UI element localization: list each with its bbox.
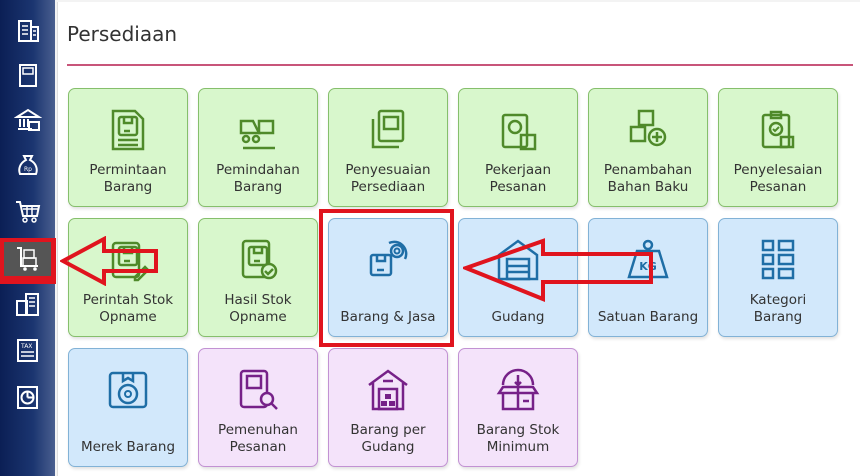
tile-label: Penyelesaian Pesanan [733,162,823,195]
warehouse-boxes-icon [368,369,408,411]
tile-label: Penyesuaian Persediaan [345,162,431,195]
tile-label: Pekerjaan Pesanan [484,162,551,195]
tax-icon: TAX [16,339,38,362]
forklift-icon [239,119,275,150]
tile-label: Perintah Stok Opname [82,292,174,325]
document-box-icon [111,109,145,151]
report-chart-icon [16,386,38,409]
weight-icon: KG [627,239,669,279]
warehouse-icon [497,239,539,281]
sidebar-item-factory[interactable] [0,284,55,326]
tile-label: Kategori Barang [749,292,807,325]
ledger-icon [18,64,37,87]
sidebar-item-building[interactable] [0,10,55,52]
tile-penambahan-bahan-baku[interactable]: Penambahan Bahan Baku [588,88,708,207]
tile-label: Penambahan Bahan Baku [603,162,693,195]
inventory-cart-icon [16,247,38,271]
tile-merek-barang[interactable]: Merek Barang [68,348,188,467]
tile-pemindahan-barang[interactable]: Pemindahan Barang [198,88,318,207]
title-divider [67,64,853,66]
sidebar-item-tax[interactable]: TAX [0,330,55,372]
tile-label: Barang Stok Minimum [476,422,560,455]
boxes-plus-icon [629,109,667,147]
tile-satuan-barang[interactable]: KG Satuan Barang [588,218,708,337]
svg-text:Rp: Rp [24,166,32,173]
tile-label: Merek Barang [80,439,176,455]
tile-label: Barang & Jasa [340,309,436,325]
tile-label: Permintaan Barang [89,162,167,195]
factory-icon [15,293,39,316]
sidebar-item-report-chart[interactable] [0,377,55,419]
tile-hasil-stok-opname[interactable]: Hasil Stok Opname [198,218,318,337]
tile-barang-stok-minimum[interactable]: Barang Stok Minimum [458,348,578,467]
weight-label: KG [639,260,657,273]
tile-label: Hasil Stok Opname [224,292,292,325]
sidebar-item-ledger[interactable] [0,55,55,97]
tile-pemenuhan-pesanan[interactable]: Pemenuhan Pesanan [198,348,318,467]
sidebar-item-money-bag[interactable]: Rp [0,145,55,187]
building-icon [17,20,39,42]
brand-badge-icon [108,371,148,409]
tile-penyesuaian-persediaan[interactable]: Penyesuaian Persediaan [328,88,448,207]
open-box-icon [496,368,540,411]
inventory-panel: Persediaan Permintaan Barang Pemindahan B… [57,2,860,476]
sidebar-item-cart[interactable] [0,191,55,233]
tile-gudang[interactable]: Gudang [458,218,578,337]
tile-label: Pemindahan Barang [216,162,300,195]
adjust-box-icon [371,109,405,149]
box-pencil-icon [111,241,150,282]
box-gear-icon [369,240,408,277]
box-check-icon [241,239,278,280]
tile-barang-per-gudang[interactable]: Barang per Gudang [328,348,448,467]
money-bag-icon: Rp [17,155,38,175]
tile-label: Pemenuhan Pesanan [218,422,298,455]
sidebar-item-inventory-cart[interactable] [0,238,55,280]
box-search-icon [239,369,278,410]
tile-label: Satuan Barang [597,309,699,325]
tile-pekerjaan-pesanan[interactable]: Pekerjaan Pesanan [458,88,578,207]
tile-permintaan-barang[interactable]: Permintaan Barang [68,88,188,207]
tile-label: Barang per Gudang [350,422,426,455]
tile-kategori-barang[interactable]: Kategori Barang [718,218,838,337]
sidebar-item-bank[interactable] [0,100,55,142]
svg-text:TAX: TAX [20,343,32,350]
tile-penyelesaian-pesanan[interactable]: Penyelesaian Pesanan [718,88,838,207]
category-grid-icon [761,239,795,280]
tile-label: Gudang [491,309,545,325]
cart-icon [15,201,40,223]
tile-perintah-stok-opname[interactable]: Perintah Stok Opname [68,218,188,337]
bank-icon [13,108,42,131]
clipboard-gear-icon [501,113,537,151]
page-title: Persediaan [67,22,178,46]
clipboard-check-icon [761,110,795,149]
tile-barang-and-jasa[interactable]: Barang & Jasa [328,218,448,337]
